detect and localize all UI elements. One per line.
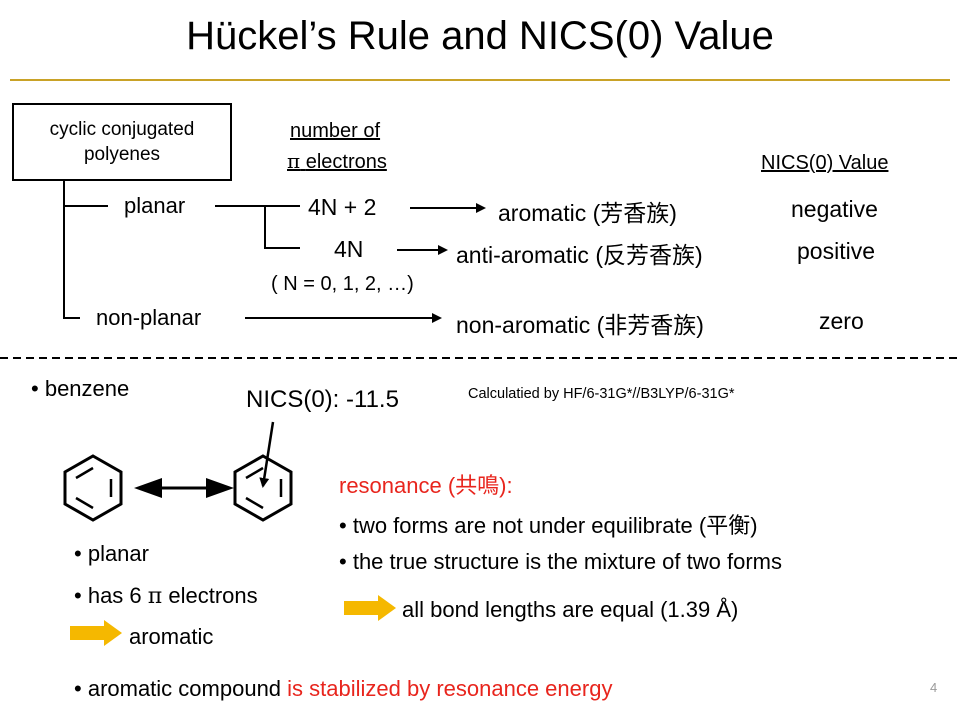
pi-symbol: π [147,584,163,609]
planar-point: • planar [74,541,149,566]
cyclic-polyenes-label: cyclic conjugated polyenes [49,119,195,165]
pi-header-line1: number of [290,120,381,142]
page-title: Hückel’s Rule and NICS(0) Value [186,14,774,58]
electrons-point: • has 6 π electrons [74,583,258,609]
non-aromatic-label: non-aromatic (非芳香族) [456,312,704,338]
rule-4n-plus-2: 4N + 2 [308,194,377,220]
bond-length-conclusion: all bond lengths are equal (1.39 Å) [402,597,739,622]
resonance-point-2: • the true structure is the mixture of t… [339,549,782,574]
footer-highlight: is stabilized by resonance energy [287,676,613,701]
aromatic-conclusion: aromatic [129,624,214,649]
nics-value: NICS(0): -11.5 [246,386,399,413]
benzene-label: benzene [44,376,130,401]
n-values-note: ( N = 0, 1, 2, …) [271,273,414,295]
footer-statement: • aromatic compound is stabilized by res… [74,676,613,701]
benzene-kekule-2 [233,454,293,522]
bond-conclusion-arrow [344,595,396,621]
resonance-point-1: • two forms are not under equilibrate (平… [339,513,758,538]
cyclic-polyenes-box: cyclic conjugated polyenes [12,103,232,181]
rule-4n: 4N [334,236,364,262]
anti-aromatic-label: anti-aromatic (反芳香族) [456,242,703,268]
nics-pointer-arrow [259,421,275,488]
pi-header-line2: π electrons [287,149,387,174]
planar-label: planar [124,193,186,218]
calculation-method: Calculatied by HF/6-31G*//B3LYP/6-31G* [468,386,735,402]
benzene-kekule-1 [63,454,123,522]
positive-label: positive [797,238,875,264]
non-planar-label: non-planar [96,305,202,330]
resonance-double-arrow [134,478,234,498]
pi-header-electrons: electrons [305,151,387,173]
pi-symbol: π [287,149,301,173]
aromatic-conclusion-arrow [70,620,122,646]
title-underline [10,79,950,81]
benzene-bullet: • benzene [31,376,130,401]
negative-label: negative [791,196,878,222]
resonance-heading: resonance (共鳴): [339,473,513,498]
planar-branch-connector [215,205,300,249]
page-number: 4 [930,680,938,695]
nics-header: NICS(0) Value [761,152,889,174]
aromatic-label: aromatic (芳香族) [498,200,677,226]
zero-label: zero [819,308,864,334]
tree-connector [63,181,108,319]
